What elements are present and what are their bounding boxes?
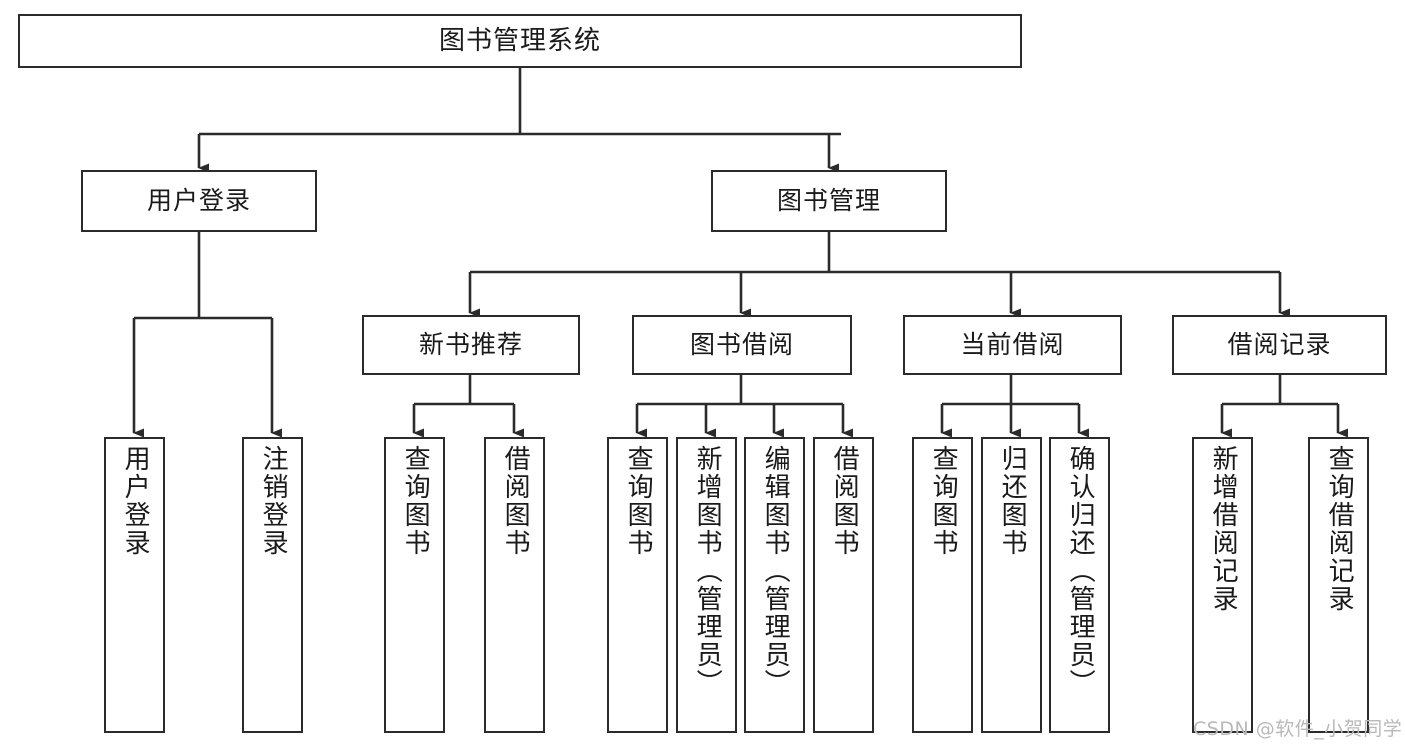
node-leaf-return-book[interactable]: 归还图书 — [981, 437, 1042, 733]
node-leaf-user-login[interactable]: 用户登录 — [104, 437, 165, 733]
node-root[interactable]: 图书管理系统 — [18, 14, 1022, 68]
node-leaf-edit-book-label: 编辑图书（管理员） — [760, 445, 791, 697]
node-leaf-query-record-label: 查询借阅记录 — [1324, 445, 1355, 613]
node-leaf-add-record[interactable]: 新增借阅记录 — [1192, 437, 1253, 733]
node-borrow-record[interactable]: 借阅记录 — [1172, 315, 1387, 375]
node-leaf-query-book-3[interactable]: 查询图书 — [912, 437, 973, 733]
node-leaf-confirm-return-label: 确认归还（管理员） — [1065, 445, 1096, 697]
node-root-label: 图书管理系统 — [438, 25, 601, 56]
node-leaf-borrow-book-2[interactable]: 借阅图书 — [813, 437, 874, 733]
node-current-borrow-label: 当前借阅 — [960, 330, 1065, 360]
node-user-login-label: 用户登录 — [146, 186, 251, 216]
node-current-borrow[interactable]: 当前借阅 — [903, 315, 1122, 375]
node-leaf-confirm-return[interactable]: 确认归还（管理员） — [1049, 437, 1110, 733]
node-new-book-recommend[interactable]: 新书推荐 — [362, 315, 580, 375]
node-leaf-add-book[interactable]: 新增图书（管理员） — [676, 437, 737, 733]
node-new-book-recommend-label: 新书推荐 — [418, 330, 523, 360]
node-user-login[interactable]: 用户登录 — [81, 170, 317, 232]
node-leaf-query-book-2[interactable]: 查询图书 — [607, 437, 668, 733]
node-book-management[interactable]: 图书管理 — [711, 170, 947, 232]
node-leaf-add-book-label: 新增图书（管理员） — [692, 445, 723, 697]
node-leaf-user-login-label: 用户登录 — [120, 445, 151, 557]
node-leaf-query-record[interactable]: 查询借阅记录 — [1308, 437, 1369, 733]
node-leaf-query-book-2-label: 查询图书 — [623, 445, 654, 557]
node-leaf-return-book-label: 归还图书 — [997, 445, 1028, 557]
node-leaf-add-record-label: 新增借阅记录 — [1208, 445, 1239, 613]
node-leaf-borrow-book-1[interactable]: 借阅图书 — [484, 437, 545, 733]
node-book-borrow-label: 图书借阅 — [689, 330, 794, 360]
node-leaf-logout-label: 注销登录 — [258, 445, 289, 557]
node-leaf-query-book-1[interactable]: 查询图书 — [384, 437, 445, 733]
node-leaf-query-book-1-label: 查询图书 — [400, 445, 431, 557]
node-leaf-borrow-book-2-label: 借阅图书 — [829, 445, 860, 557]
node-borrow-record-label: 借阅记录 — [1227, 330, 1332, 360]
node-book-borrow[interactable]: 图书借阅 — [632, 315, 852, 375]
node-leaf-edit-book[interactable]: 编辑图书（管理员） — [744, 437, 805, 733]
node-book-management-label: 图书管理 — [776, 186, 881, 216]
node-leaf-borrow-book-1-label: 借阅图书 — [500, 445, 531, 557]
node-leaf-query-book-3-label: 查询图书 — [928, 445, 959, 557]
node-leaf-logout[interactable]: 注销登录 — [242, 437, 303, 733]
